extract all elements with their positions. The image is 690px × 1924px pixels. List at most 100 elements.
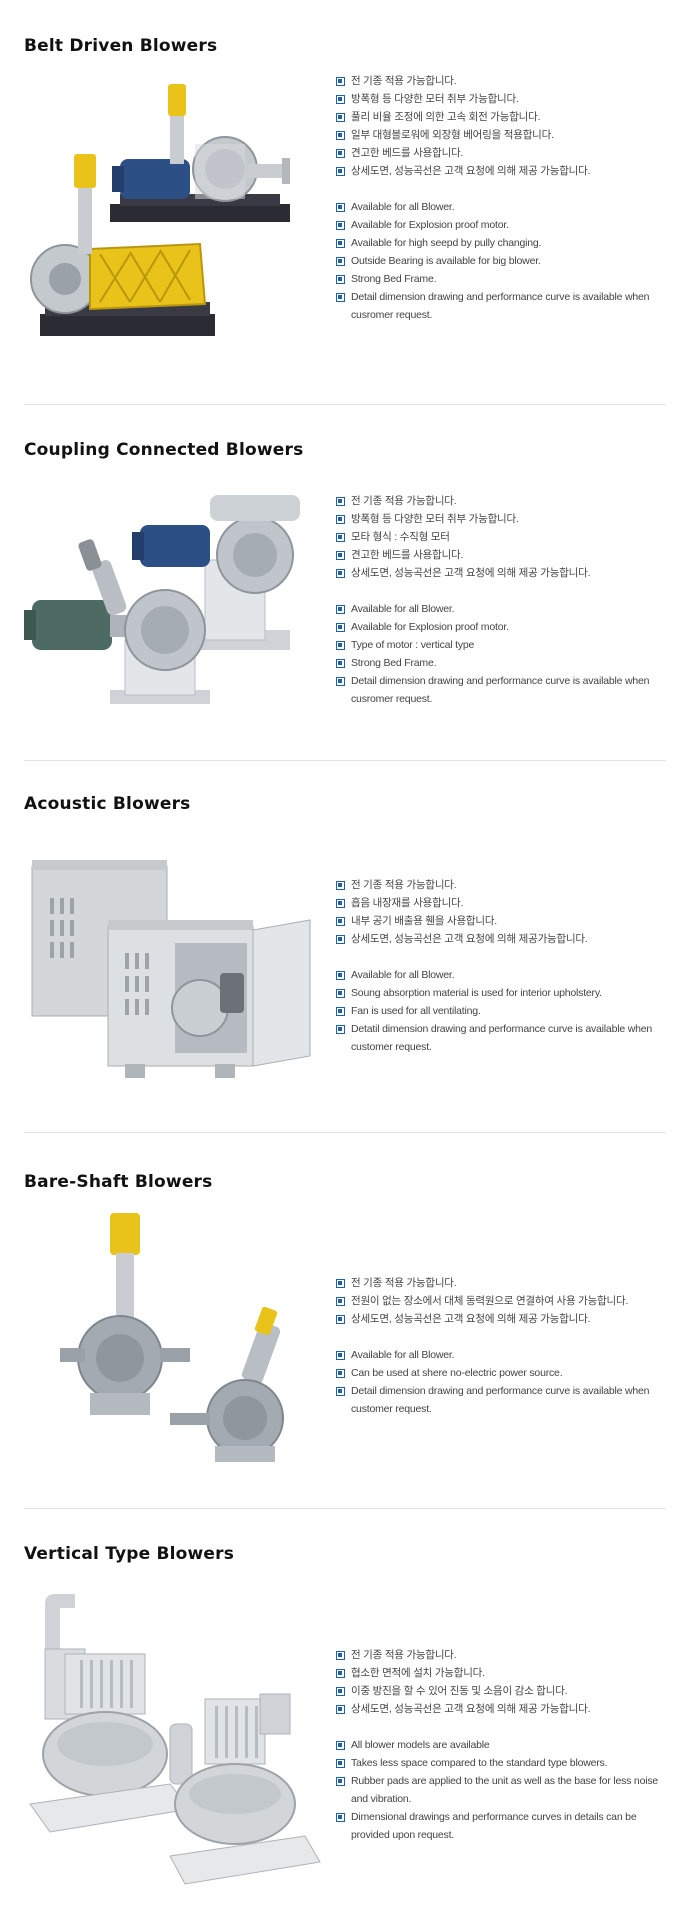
bullet-square-icon <box>336 1777 345 1786</box>
list-item: Available for Explosion proof motor. <box>336 618 676 636</box>
section-title: Bare-Shaft Blowers <box>24 1172 213 1192</box>
list-item: Takes less space compared to the standar… <box>336 1754 676 1772</box>
bullet-square-icon <box>336 935 345 944</box>
bullet-square-icon <box>336 1007 345 1016</box>
section-title: Acoustic Blowers <box>24 794 191 814</box>
bullet-square-icon <box>336 221 345 230</box>
list-item: Detail dimension drawing and performance… <box>336 1382 676 1418</box>
list-item: 흡음 내장재를 사용합니다. <box>336 894 676 912</box>
list-item: Available for all Blower. <box>336 600 676 618</box>
list-item: Detatil dimension drawing and performanc… <box>336 1020 676 1056</box>
list-item: 모타 형식 : 수직형 모터 <box>336 528 676 546</box>
list-item: Strong Bed Frame. <box>336 270 676 288</box>
list-item: 전원이 없는 장소에서 대체 동력원으로 연결하여 사용 가능합니다. <box>336 1292 676 1310</box>
korean-spec-list: 전 기종 적용 가능합니다. 흡음 내장재를 사용합니다. 내부 공기 배출용 … <box>336 876 676 948</box>
bullet-square-icon <box>336 1705 345 1714</box>
bullet-square-icon <box>336 1759 345 1768</box>
spec-list: 전 기종 적용 가능합니다. 방폭형 등 다양한 모터 취부 가능합니다. 풀리… <box>336 72 676 324</box>
bullet-square-icon <box>336 677 345 686</box>
bullet-square-icon <box>336 1369 345 1378</box>
bullet-square-icon <box>336 605 345 614</box>
list-item: Outside Bearing is available for big blo… <box>336 252 676 270</box>
bullet-square-icon <box>336 971 345 980</box>
bullet-square-icon <box>336 167 345 176</box>
list-item: 협소한 면적에 설치 가능합니다. <box>336 1664 676 1682</box>
section-bare-shaft: Bare-Shaft Blowers 전 기종 적용 가능합니다. 전원이 없는… <box>0 1172 690 1512</box>
list-item: 이중 방진을 할 수 있어 진동 및 소음이 감소 합니다. <box>336 1682 676 1700</box>
bullet-square-icon <box>336 899 345 908</box>
list-item: Dimensional drawings and performance cur… <box>336 1808 676 1844</box>
list-item: Detail dimension drawing and performance… <box>336 288 676 324</box>
section-title: Vertical Type Blowers <box>24 1544 235 1564</box>
list-item: Available for all Blower. <box>336 1346 676 1364</box>
spec-list: 전 기종 적용 가능합니다. 흡음 내장재를 사용합니다. 내부 공기 배출용 … <box>336 876 676 1056</box>
list-item: 상세도면, 성능곡선은 고객 요청에 의해 제공가능합니다. <box>336 930 676 948</box>
list-item: 상세도면, 성능곡선은 고객 요청에 의해 제공 가능합니다. <box>336 162 676 180</box>
list-item: Available for high seepd by pully changi… <box>336 234 676 252</box>
bullet-square-icon <box>336 293 345 302</box>
list-item: Can be used at shere no-electric power s… <box>336 1364 676 1382</box>
bullet-square-icon <box>336 77 345 86</box>
bullet-square-icon <box>336 1351 345 1360</box>
english-spec-list: Available for all Blower. Available for … <box>336 600 676 708</box>
list-item: Soung absorption material is used for in… <box>336 984 676 1002</box>
spec-list: 전 기종 적용 가능합니다. 협소한 면적에 설치 가능합니다. 이중 방진을 … <box>336 1646 676 1844</box>
belt-driven-blowers-image <box>20 74 310 374</box>
list-item: 풀리 비율 조정에 의한 고속 회전 가능합니다. <box>336 108 676 126</box>
english-spec-list: Available for all Blower. Soung absorpti… <box>336 966 676 1056</box>
list-item: All blower models are available <box>336 1736 676 1754</box>
list-item: 상세도면, 성능곡선은 고객 요청에 의해 제공 가능합니다. <box>336 1310 676 1328</box>
list-item: Fan is used for all ventilating. <box>336 1002 676 1020</box>
bullet-square-icon <box>336 989 345 998</box>
spec-list: 전 기종 적용 가능합니다. 방폭형 등 다양한 모터 취부 가능합니다. 모타… <box>336 492 676 708</box>
list-item: Rubber pads are applied to the unit as w… <box>336 1772 676 1808</box>
bullet-square-icon <box>336 1669 345 1678</box>
list-item: 상세도면, 성능곡선은 고객 요청에 의해 제공 가능합니다. <box>336 564 676 582</box>
bullet-square-icon <box>336 239 345 248</box>
bullet-square-icon <box>336 917 345 926</box>
section-belt-driven: Belt Driven Blowers 전 기 <box>0 36 690 406</box>
bullet-square-icon <box>336 95 345 104</box>
list-item: 방폭형 등 다양한 모터 취부 가능합니다. <box>336 510 676 528</box>
korean-spec-list: 전 기종 적용 가능합니다. 방폭형 등 다양한 모터 취부 가능합니다. 풀리… <box>336 72 676 180</box>
list-item: 전 기종 적용 가능합니다. <box>336 876 676 894</box>
bullet-square-icon <box>336 113 345 122</box>
list-item: 전 기종 적용 가능합니다. <box>336 1274 676 1292</box>
bullet-square-icon <box>336 659 345 668</box>
english-spec-list: Available for all Blower. Can be used at… <box>336 1346 676 1418</box>
bullet-square-icon <box>336 1297 345 1306</box>
list-item: 전 기종 적용 가능합니다. <box>336 1646 676 1664</box>
bullet-square-icon <box>336 641 345 650</box>
list-item: 전 기종 적용 가능합니다. <box>336 72 676 90</box>
section-divider <box>24 760 666 761</box>
bare-shaft-blowers-image <box>20 1208 310 1468</box>
bullet-square-icon <box>336 275 345 284</box>
list-item: 상세도면, 성능곡선은 고객 요청에 의해 제공 가능합니다. <box>336 1700 676 1718</box>
korean-spec-list: 전 기종 적용 가능합니다. 전원이 없는 장소에서 대체 동력원으로 연결하여… <box>336 1274 676 1328</box>
bullet-square-icon <box>336 881 345 890</box>
bullet-square-icon <box>336 515 345 524</box>
spec-list: 전 기종 적용 가능합니다. 전원이 없는 장소에서 대체 동력원으로 연결하여… <box>336 1274 676 1418</box>
bullet-square-icon <box>336 1315 345 1324</box>
list-item: Detail dimension drawing and performance… <box>336 672 676 708</box>
bullet-square-icon <box>336 533 345 542</box>
korean-spec-list: 전 기종 적용 가능합니다. 방폭형 등 다양한 모터 취부 가능합니다. 모타… <box>336 492 676 582</box>
bullet-square-icon <box>336 149 345 158</box>
section-divider <box>24 404 666 405</box>
list-item: Available for all Blower. <box>336 966 676 984</box>
list-item: 일부 대형블로워에 외장형 베어링을 적용합니다. <box>336 126 676 144</box>
section-vertical-type: Vertical Type Blowers <box>0 1544 690 1914</box>
list-item: 내부 공기 배출용 휀을 사용합니다. <box>336 912 676 930</box>
bullet-square-icon <box>336 1387 345 1396</box>
list-item: Type of motor : vertical type <box>336 636 676 654</box>
list-item: Available for Explosion proof motor. <box>336 216 676 234</box>
section-divider <box>24 1508 666 1509</box>
bullet-square-icon <box>336 551 345 560</box>
english-spec-list: Available for all Blower. Available for … <box>336 198 676 324</box>
bullet-square-icon <box>336 497 345 506</box>
bullet-square-icon <box>336 1813 345 1822</box>
english-spec-list: All blower models are available Takes le… <box>336 1736 676 1844</box>
list-item: 견고한 베드를 사용합니다. <box>336 546 676 564</box>
list-item: 견고한 베드를 사용합니다. <box>336 144 676 162</box>
list-item: 방폭형 등 다양한 모터 취부 가능합니다. <box>336 90 676 108</box>
